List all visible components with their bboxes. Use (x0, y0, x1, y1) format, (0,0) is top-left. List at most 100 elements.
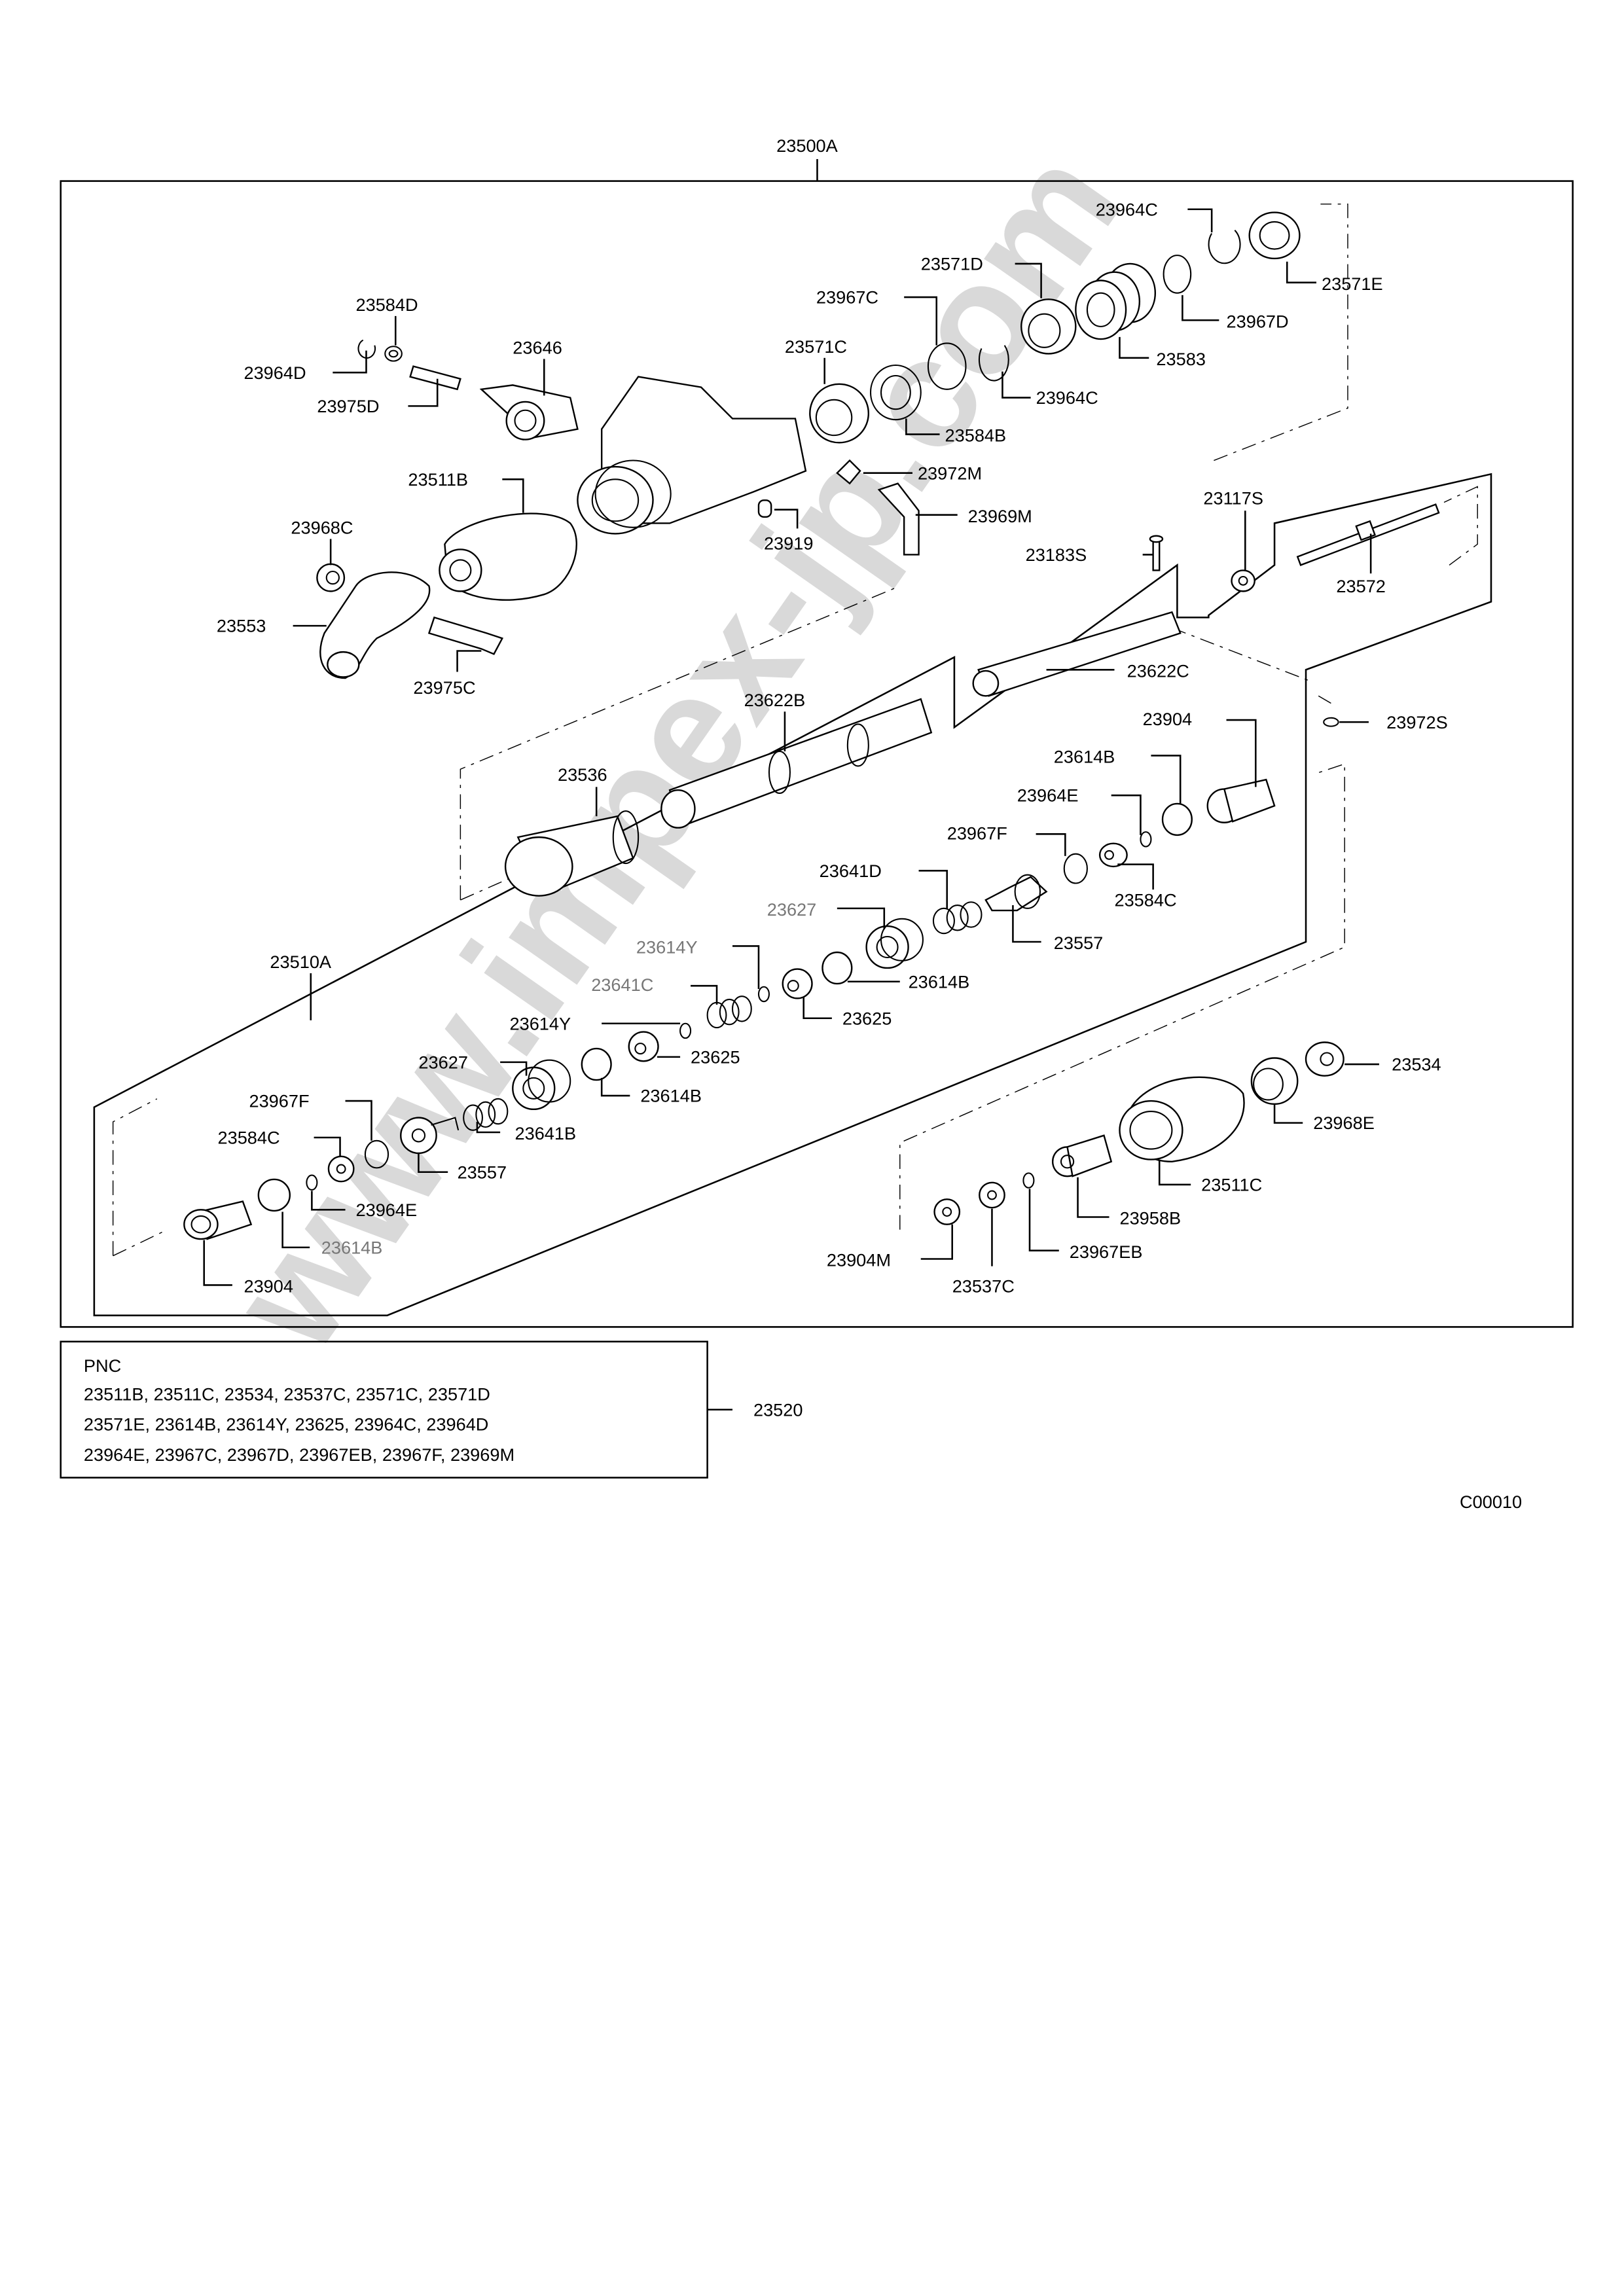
callout-23536[interactable]: 23536 (558, 764, 607, 785)
part-23967D[interactable] (1163, 255, 1192, 294)
part-23627-upper[interactable] (865, 918, 924, 969)
part-23964E-upper[interactable] (1140, 831, 1152, 848)
part-23584D[interactable] (384, 346, 403, 362)
callout-23904M[interactable]: 23904M (827, 1250, 891, 1270)
part-23622B[interactable] (660, 698, 933, 829)
part-23614Y-upper[interactable] (757, 986, 770, 1003)
part-23641D[interactable] (932, 901, 983, 935)
callout-23557[interactable]: 23557 (458, 1162, 507, 1182)
part-23919[interactable] (757, 499, 772, 518)
callout-23964E[interactable]: 23964E (356, 1200, 418, 1220)
part-23964D[interactable] (357, 339, 376, 359)
part-23614B-mid[interactable] (821, 951, 853, 985)
part-23627-lower[interactable] (512, 1059, 571, 1111)
part-23614B-upper[interactable] (1161, 802, 1193, 836)
callout-23572[interactable]: 23572 (1336, 576, 1386, 596)
callout-23511B[interactable]: 23511B (408, 469, 468, 490)
part-23964C-top[interactable] (1208, 230, 1241, 264)
callout-23627[interactable]: 23627 (767, 899, 817, 920)
sub-assembly-label[interactable]: 23510A (270, 952, 332, 972)
callout-23967C[interactable]: 23967C (816, 287, 878, 308)
part-23968C[interactable] (316, 563, 346, 592)
callout-23968C[interactable]: 23968C (291, 517, 353, 537)
callout-23967D[interactable]: 23967D (1227, 311, 1289, 331)
part-23967F-upper[interactable] (1063, 853, 1088, 884)
callout-23183S[interactable]: 23183S (1026, 545, 1087, 565)
callout-23584C[interactable]: 23584C (1114, 890, 1176, 910)
callout-23967EB[interactable]: 23967EB (1070, 1242, 1143, 1262)
callout-23625[interactable]: 23625 (691, 1047, 740, 1067)
callout-23641B[interactable]: 23641B (515, 1123, 577, 1143)
part-23511C[interactable] (1119, 1076, 1245, 1162)
part-23584C-upper[interactable] (1098, 842, 1128, 868)
callout-23553[interactable]: 23553 (217, 616, 266, 636)
callout-23964D[interactable]: 23964D (244, 363, 306, 383)
callout-23571E[interactable]: 23571E (1322, 274, 1383, 294)
part-23614B-lower[interactable] (581, 1047, 612, 1081)
callout-23584C[interactable]: 23584C (218, 1128, 280, 1148)
part-23964C-mid[interactable] (978, 345, 1009, 382)
callout-23972M[interactable]: 23972M (918, 463, 982, 483)
part-23625-lower[interactable] (628, 1031, 659, 1062)
callout-23975C[interactable]: 23975C (413, 677, 475, 698)
part-23614B-bottom[interactable] (257, 1178, 291, 1212)
part-23625-upper[interactable] (782, 968, 813, 999)
callout-23964C[interactable]: 23964C (1096, 199, 1158, 219)
part-23972S[interactable] (1323, 717, 1339, 727)
part-23583[interactable] (1075, 262, 1157, 340)
callout-23904[interactable]: 23904 (244, 1276, 293, 1297)
part-23183S[interactable] (1149, 535, 1164, 571)
callout-23964C[interactable]: 23964C (1036, 387, 1098, 408)
callout-23584D[interactable]: 23584D (356, 295, 418, 315)
callout-23571D[interactable]: 23571D (921, 254, 983, 274)
callout-23622B[interactable]: 23622B (744, 690, 806, 710)
part-23584B[interactable] (869, 364, 922, 421)
part-23641C[interactable] (706, 996, 752, 1029)
callout-23614Y[interactable]: 23614Y (636, 937, 698, 958)
callout-23972S[interactable]: 23972S (1386, 712, 1448, 732)
callout-23646[interactable]: 23646 (513, 337, 562, 357)
part-23584C-lower[interactable] (327, 1155, 355, 1183)
callout-23627[interactable]: 23627 (418, 1052, 468, 1072)
part-23614Y-lower[interactable] (679, 1022, 692, 1039)
callout-23537C[interactable]: 23537C (952, 1276, 1015, 1297)
callout-23614Y[interactable]: 23614Y (510, 1013, 571, 1033)
part-23904-lower[interactable] (183, 1200, 253, 1240)
part-23967C[interactable] (927, 342, 967, 390)
callout-23571C[interactable]: 23571C (785, 336, 847, 357)
callout-23584B[interactable]: 23584B (945, 425, 1007, 446)
part-23964E-lower[interactable] (306, 1174, 318, 1191)
callout-23641D[interactable]: 23641D (820, 861, 882, 881)
callout-23975D[interactable]: 23975D (317, 396, 379, 416)
callout-23964E[interactable]: 23964E (1017, 785, 1079, 806)
part-23968E[interactable] (1250, 1057, 1299, 1105)
callout-23614B[interactable]: 23614B (640, 1086, 702, 1106)
callout-23904[interactable]: 23904 (1143, 709, 1193, 729)
kit-label[interactable]: 23520 (753, 1399, 803, 1420)
part-23967F-lower[interactable] (364, 1139, 389, 1169)
part-23967EB[interactable] (1022, 1172, 1035, 1189)
callout-23967F[interactable]: 23967F (947, 823, 1007, 843)
part-23972M[interactable] (836, 459, 861, 485)
part-23534[interactable] (1305, 1041, 1344, 1077)
callout-23614B[interactable]: 23614B (321, 1237, 383, 1257)
part-23571D[interactable] (1020, 298, 1077, 355)
part-23557-upper[interactable] (984, 874, 1048, 912)
callout-23641C[interactable]: 23641C (591, 975, 653, 995)
part-23641B[interactable] (463, 1098, 509, 1131)
callout-23583[interactable]: 23583 (1156, 349, 1206, 369)
callout-23614B[interactable]: 23614B (909, 971, 970, 992)
part-23646[interactable] (479, 384, 579, 440)
part-23537C[interactable] (979, 1181, 1005, 1209)
callout-23117S[interactable]: 23117S (1203, 488, 1263, 509)
part-23975D[interactable] (409, 365, 461, 391)
part-23622C[interactable] (972, 611, 1182, 697)
part-23904M[interactable] (933, 1198, 961, 1225)
callout-23511C[interactable]: 23511C (1201, 1175, 1262, 1195)
part-23571E[interactable] (1248, 211, 1301, 260)
callout-23969M[interactable]: 23969M (968, 506, 1032, 526)
part-23975C[interactable] (427, 616, 504, 655)
part-23536[interactable] (504, 810, 640, 897)
callout-23625[interactable]: 23625 (842, 1008, 892, 1028)
part-23553[interactable] (319, 571, 431, 679)
